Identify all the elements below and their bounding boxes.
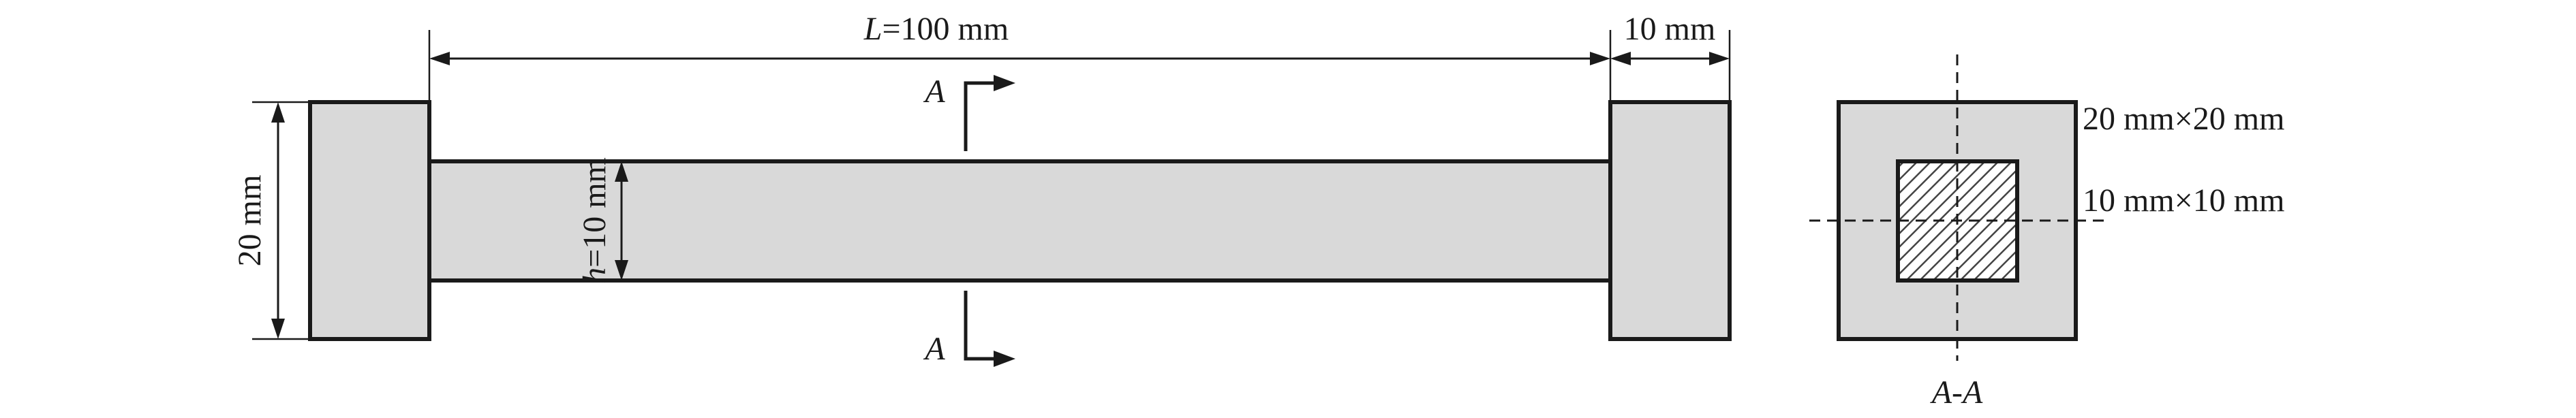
section-cut-top: A (923, 74, 1015, 151)
length-symbol: L (863, 11, 883, 47)
end-height-dimension: 20 mm (232, 101, 310, 340)
left-end-block (308, 100, 431, 341)
length-value: =100 mm (882, 11, 1009, 47)
beam-height-value: =10 mm (577, 157, 613, 268)
svg-text:L=100 mm: L=100 mm (863, 11, 1009, 47)
inner-size-label: 10 mm×10 mm (2083, 182, 2284, 219)
end-width-dimension: 10 mm (1610, 11, 1731, 102)
section-mark-bottom: A (923, 331, 945, 367)
section-mark-top: A (923, 74, 945, 110)
specimen-side-view (308, 100, 1732, 341)
cross-section-view: A-A 20 mm×20 mm 10 mm×10 mm (1809, 54, 2284, 411)
beam-height-symbol: h (577, 268, 613, 284)
section-cut-bottom: A (923, 291, 1015, 367)
length-dimension: L=100 mm (428, 11, 1612, 102)
beam-height-dimension: h=10 mm (577, 157, 628, 284)
svg-text:h=10 mm: h=10 mm (577, 157, 613, 284)
right-end-block (1608, 100, 1732, 341)
end-height-label: 20 mm (232, 175, 268, 267)
outer-size-label: 20 mm×20 mm (2083, 101, 2284, 137)
section-title: A-A (1930, 374, 1983, 411)
end-width-label: 10 mm (1624, 11, 1716, 47)
